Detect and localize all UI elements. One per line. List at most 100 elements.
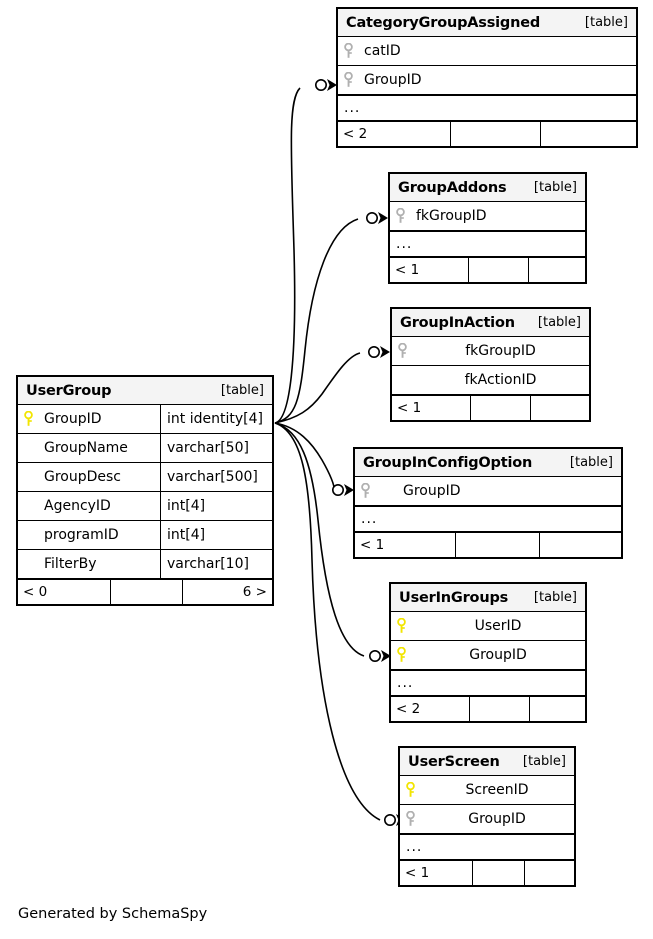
foreign-key-icon bbox=[355, 477, 375, 505]
table-row[interactable]: UserID bbox=[391, 612, 585, 641]
edge-endpoint-circle bbox=[314, 79, 327, 92]
table-header: UserGroup [table] bbox=[18, 377, 272, 405]
generated-by-caption: Generated by SchemaSpy bbox=[18, 906, 208, 922]
table-type-tag: [table] bbox=[220, 383, 264, 398]
column-type: varchar[50] bbox=[160, 434, 272, 462]
table-row[interactable]: AgencyID int[4] bbox=[18, 492, 272, 521]
crowsfoot-arrow bbox=[344, 484, 354, 496]
table-node-groupinconfigoption[interactable]: GroupInConfigOption [table] GroupID ... … bbox=[353, 447, 623, 559]
table-footer: < 2 bbox=[338, 121, 636, 146]
table-row[interactable]: GroupID bbox=[338, 66, 636, 95]
foreign-key-icon bbox=[400, 805, 420, 833]
column-name: programID bbox=[44, 527, 119, 543]
footer-parent-count: < 2 bbox=[343, 126, 368, 142]
footer-child-count bbox=[528, 258, 585, 282]
column-name: AgencyID bbox=[44, 498, 111, 514]
table-footer: < 2 bbox=[391, 696, 585, 721]
column-name: fkActionID bbox=[464, 372, 537, 388]
table-header: GroupAddons [table] bbox=[390, 174, 585, 202]
column-name: GroupDesc bbox=[44, 469, 122, 485]
key-slot-empty bbox=[18, 463, 38, 491]
table-title: GroupAddons bbox=[398, 179, 507, 196]
primary-key-icon bbox=[391, 641, 411, 669]
column-name: ScreenID bbox=[465, 782, 529, 798]
table-title: CategoryGroupAssigned bbox=[346, 14, 541, 31]
more-columns-ellipsis: ... bbox=[400, 834, 574, 860]
column-name: GroupID bbox=[364, 72, 422, 88]
footer-middle bbox=[455, 533, 539, 557]
footer-parent-count: < 2 bbox=[396, 701, 421, 717]
table-row[interactable]: GroupID bbox=[400, 805, 574, 834]
footer-parent-count: < 1 bbox=[405, 865, 430, 881]
foreign-key-icon bbox=[338, 66, 358, 94]
table-row[interactable]: FilterBy varchar[10] bbox=[18, 550, 272, 579]
table-type-tag: [table] bbox=[522, 754, 566, 769]
column-name: GroupName bbox=[44, 440, 128, 456]
table-footer: < 1 bbox=[390, 257, 585, 282]
table-header: CategoryGroupAssigned [table] bbox=[338, 9, 636, 37]
table-node-useringroups[interactable]: UserInGroups [table] UserID GroupID ... … bbox=[389, 582, 587, 723]
crowsfoot-arrow bbox=[378, 212, 388, 224]
column-type: int identity[4] bbox=[160, 405, 272, 433]
table-row[interactable]: ScreenID bbox=[400, 776, 574, 805]
table-node-groupaddons[interactable]: GroupAddons [table] fkGroupID ... < 1 bbox=[388, 172, 587, 284]
table-row[interactable]: fkGroupID bbox=[392, 337, 589, 366]
more-columns-ellipsis: ... bbox=[391, 670, 585, 696]
column-type: varchar[10] bbox=[160, 550, 272, 578]
table-node-usergroup[interactable]: UserGroup [table] GroupID int identity[4… bbox=[16, 375, 274, 606]
more-columns-ellipsis: ... bbox=[355, 506, 621, 532]
edge-endpoint-circle bbox=[365, 212, 378, 225]
table-header: UserInGroups [table] bbox=[391, 584, 585, 612]
edge-usergroup-to-groupaddons bbox=[274, 218, 359, 424]
table-row[interactable]: GroupID int identity[4] bbox=[18, 405, 272, 434]
column-type: int[4] bbox=[160, 492, 272, 520]
table-row[interactable]: GroupName varchar[50] bbox=[18, 434, 272, 463]
foreign-key-icon bbox=[392, 337, 412, 365]
key-slot-empty bbox=[392, 366, 412, 394]
footer-middle bbox=[472, 861, 524, 885]
footer-middle bbox=[468, 258, 528, 282]
table-row[interactable]: fkGroupID bbox=[390, 202, 585, 231]
table-title: UserInGroups bbox=[399, 589, 509, 606]
table-row[interactable]: programID int[4] bbox=[18, 521, 272, 550]
table-footer: < 0 6 > bbox=[18, 579, 272, 604]
table-type-tag: [table] bbox=[569, 455, 613, 470]
column-name: UserID bbox=[474, 618, 522, 634]
table-title: UserGroup bbox=[26, 382, 112, 399]
table-title: GroupInConfigOption bbox=[363, 454, 533, 471]
table-type-tag: [table] bbox=[584, 15, 628, 30]
table-row[interactable]: catID bbox=[338, 37, 636, 66]
key-slot-empty bbox=[18, 434, 38, 462]
key-slot-empty bbox=[18, 492, 38, 520]
table-node-groupinaction[interactable]: GroupInAction [table] fkGroupID fkAction… bbox=[390, 307, 591, 422]
column-type: int[4] bbox=[160, 521, 272, 549]
table-type-tag: [table] bbox=[537, 315, 581, 330]
footer-middle bbox=[470, 396, 530, 420]
table-type-tag: [table] bbox=[533, 180, 577, 195]
table-row[interactable]: GroupDesc varchar[500] bbox=[18, 463, 272, 492]
edge-endpoint-circle bbox=[331, 483, 344, 496]
footer-parent-count: < 0 bbox=[23, 584, 48, 600]
table-header: UserScreen [table] bbox=[400, 748, 574, 776]
table-node-categorygroupassigned[interactable]: CategoryGroupAssigned [table] catID Grou… bbox=[336, 7, 638, 148]
primary-key-icon bbox=[400, 776, 420, 804]
table-footer: < 1 bbox=[400, 860, 574, 885]
edge-usergroup-to-groupinconfigoption bbox=[274, 422, 335, 491]
footer-middle bbox=[469, 697, 529, 721]
table-type-tag: [table] bbox=[533, 590, 577, 605]
table-row[interactable]: GroupID bbox=[391, 641, 585, 670]
primary-key-icon bbox=[18, 405, 38, 433]
table-row[interactable]: GroupID bbox=[355, 477, 621, 506]
table-header: GroupInConfigOption [table] bbox=[355, 449, 621, 477]
table-footer: < 1 bbox=[355, 532, 621, 557]
footer-child-count bbox=[540, 122, 636, 146]
edge-usergroup-to-useringroups bbox=[274, 422, 365, 657]
footer-child-count bbox=[539, 533, 621, 557]
column-name: catID bbox=[364, 43, 401, 59]
footer-child-count bbox=[529, 697, 585, 721]
table-row[interactable]: fkActionID bbox=[392, 366, 589, 395]
table-node-userscreen[interactable]: UserScreen [table] ScreenID GroupID ... … bbox=[398, 746, 576, 887]
edge-endpoint-circle bbox=[367, 345, 380, 358]
edge-usergroup-to-groupinaction bbox=[274, 352, 361, 424]
